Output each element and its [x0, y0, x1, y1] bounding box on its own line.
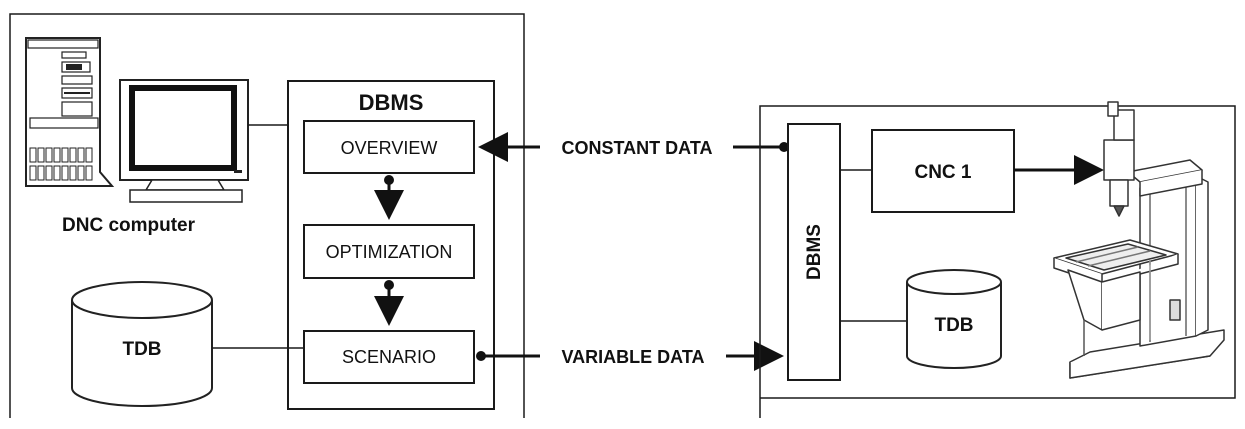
- left-database-label: TDB: [122, 339, 161, 360]
- computer-monitor-icon: [119, 79, 249, 203]
- left-database-cylinder: [71, 281, 213, 407]
- scenario-module: [303, 330, 475, 384]
- optimization-to-scenario-arrow: [374, 280, 404, 326]
- cnc-box: [871, 129, 1015, 213]
- optimization-label: OPTIMIZATION: [326, 242, 453, 262]
- right-system-frame: [759, 105, 1236, 418]
- cnc-label: CNC 1: [914, 162, 971, 183]
- overview-module: [303, 120, 475, 174]
- scenario-label: SCENARIO: [342, 347, 436, 367]
- variable-data-label: VARIABLE DATA: [562, 347, 705, 367]
- constant-data-flow: [478, 132, 789, 162]
- overview-to-optimization-arrow: [374, 175, 404, 220]
- dbms-title: DBMS: [359, 90, 424, 115]
- left-system-frame: [9, 13, 525, 418]
- variable-data-flow: [476, 341, 784, 371]
- computer-tower-icon: [25, 37, 115, 187]
- optimization-module: [303, 224, 475, 279]
- milling-machine-icon: [1053, 101, 1225, 379]
- constant-data-label: CONSTANT DATA: [562, 138, 713, 158]
- right-database-cylinder: [906, 269, 1002, 369]
- machine-dbms-box: [787, 123, 841, 381]
- computer-label: DNC computer: [62, 215, 196, 236]
- right-database-label: TDB: [934, 315, 973, 336]
- machine-dbms-label: DBMS: [804, 224, 825, 280]
- overview-label: OVERVIEW: [341, 138, 438, 158]
